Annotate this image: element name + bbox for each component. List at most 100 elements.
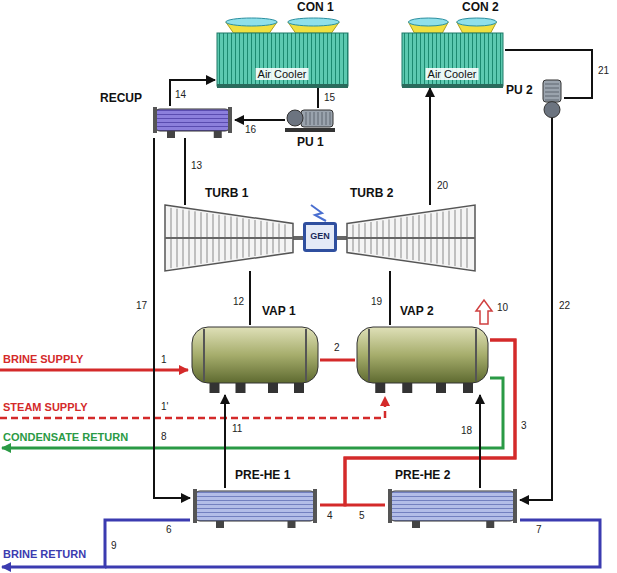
motor-fin bbox=[322, 112, 323, 125]
equipment-label: PU 1 bbox=[297, 136, 324, 149]
support bbox=[288, 521, 296, 528]
pump-shape bbox=[285, 108, 335, 132]
equipment-label: RECUP bbox=[100, 92, 142, 105]
pump-shape bbox=[540, 80, 564, 118]
state-number: 4 bbox=[326, 510, 334, 521]
motor-fin bbox=[314, 112, 315, 125]
support bbox=[486, 521, 494, 528]
turbine: TURB 2 bbox=[347, 205, 475, 271]
equipment-label: GEN bbox=[310, 232, 330, 242]
turbine-rotor bbox=[347, 237, 475, 239]
working-fluid-pipe bbox=[389, 271, 391, 325]
state-number: 6 bbox=[165, 524, 173, 535]
state-number: 5 bbox=[358, 510, 366, 521]
brine-pipe bbox=[320, 359, 355, 362]
brine-return-pipe bbox=[105, 520, 600, 567]
motor-fin bbox=[330, 112, 331, 125]
equipment-caption: Air Cooler bbox=[426, 68, 479, 80]
support bbox=[167, 131, 175, 138]
state-number: 19 bbox=[370, 296, 383, 307]
generator-face bbox=[306, 225, 334, 249]
vaporizer-shape bbox=[355, 325, 490, 395]
working-fluid-pipe bbox=[317, 88, 319, 108]
pump: PU 1 bbox=[285, 108, 335, 132]
cooler-base bbox=[402, 84, 503, 88]
shaft bbox=[293, 236, 303, 240]
state-number: 7 bbox=[535, 524, 543, 535]
brine-supply-pipe bbox=[0, 369, 188, 372]
equipment-label: PRE-HE 1 bbox=[235, 469, 290, 482]
working-fluid-pipe bbox=[479, 395, 481, 488]
equipment-label: VAP 2 bbox=[400, 305, 434, 318]
working-fluid-pipe bbox=[249, 271, 251, 325]
working-fluid-pipe bbox=[184, 138, 186, 205]
vessel-leg bbox=[436, 383, 446, 393]
shell bbox=[195, 491, 315, 521]
fan bbox=[457, 18, 497, 26]
state-number: 15 bbox=[323, 92, 336, 103]
vessel-seam bbox=[305, 329, 307, 381]
cooler-body bbox=[402, 33, 503, 86]
equipment-label: TURB 2 bbox=[350, 187, 393, 200]
state-number: 20 bbox=[436, 180, 449, 191]
vessel-leg bbox=[236, 383, 246, 393]
flange bbox=[153, 107, 157, 133]
turbine-shape bbox=[347, 205, 475, 271]
vessel-leg bbox=[463, 383, 473, 393]
equipment-label: VAP 1 bbox=[262, 305, 296, 318]
stream-label: BRINE SUPPLY bbox=[2, 353, 84, 365]
motor-fin bbox=[545, 84, 559, 85]
generator: GEN bbox=[303, 222, 337, 252]
state-number: 2 bbox=[333, 342, 341, 353]
vaporizer: VAP 1 bbox=[190, 325, 320, 395]
vessel-seam bbox=[475, 329, 477, 381]
equipment-label: PRE-HE 2 bbox=[395, 469, 450, 482]
recuperator-shape bbox=[150, 106, 235, 138]
turbine: TURB 1 bbox=[165, 205, 293, 271]
stream-label: BRINE RETURN bbox=[2, 548, 87, 560]
shaft bbox=[337, 236, 347, 240]
vessel-leg bbox=[402, 383, 412, 393]
state-number: 18 bbox=[460, 425, 473, 436]
motor-fin bbox=[310, 112, 311, 125]
motor-fin bbox=[318, 112, 319, 125]
pump-head bbox=[287, 110, 303, 126]
vessel-leg bbox=[375, 383, 385, 393]
flange bbox=[193, 489, 197, 523]
state-number: 3 bbox=[520, 420, 528, 431]
vessel-leg bbox=[210, 383, 220, 393]
state-number: 22 bbox=[558, 300, 571, 311]
cooler-base bbox=[217, 84, 348, 88]
state-number: 13 bbox=[190, 160, 203, 171]
motor-fin bbox=[545, 100, 559, 101]
state-number: 10 bbox=[496, 302, 509, 313]
equipment-label: PU 2 bbox=[506, 84, 533, 97]
motor-fin bbox=[306, 112, 307, 125]
connector-layer bbox=[154, 50, 592, 505]
process-pipes bbox=[0, 205, 600, 567]
preheater: PRE-HE 1 bbox=[190, 488, 320, 528]
vent-arrow bbox=[476, 300, 492, 324]
preheater: PRE-HE 2 bbox=[385, 488, 520, 528]
working-fluid-pipe bbox=[154, 138, 190, 498]
fan bbox=[408, 18, 448, 26]
brine-return-pipe bbox=[2, 520, 190, 567]
state-number: 12 bbox=[232, 296, 245, 307]
state-number: 17 bbox=[135, 300, 148, 311]
working-fluid-pipe bbox=[170, 80, 215, 106]
preheater-shape bbox=[190, 488, 320, 528]
state-number: 9 bbox=[110, 540, 118, 551]
support bbox=[216, 521, 224, 528]
motor-fin bbox=[545, 88, 559, 89]
pump-head bbox=[544, 102, 560, 118]
vessel-leg bbox=[294, 383, 304, 393]
turbine-casing bbox=[165, 205, 293, 271]
shell bbox=[155, 109, 230, 131]
turbine-rotor bbox=[165, 237, 293, 239]
support bbox=[412, 521, 420, 528]
state-number: 16 bbox=[244, 124, 257, 135]
state-number: 21 bbox=[597, 65, 610, 76]
working-fluid-pipe bbox=[520, 118, 552, 500]
vessel-seam bbox=[203, 329, 205, 381]
